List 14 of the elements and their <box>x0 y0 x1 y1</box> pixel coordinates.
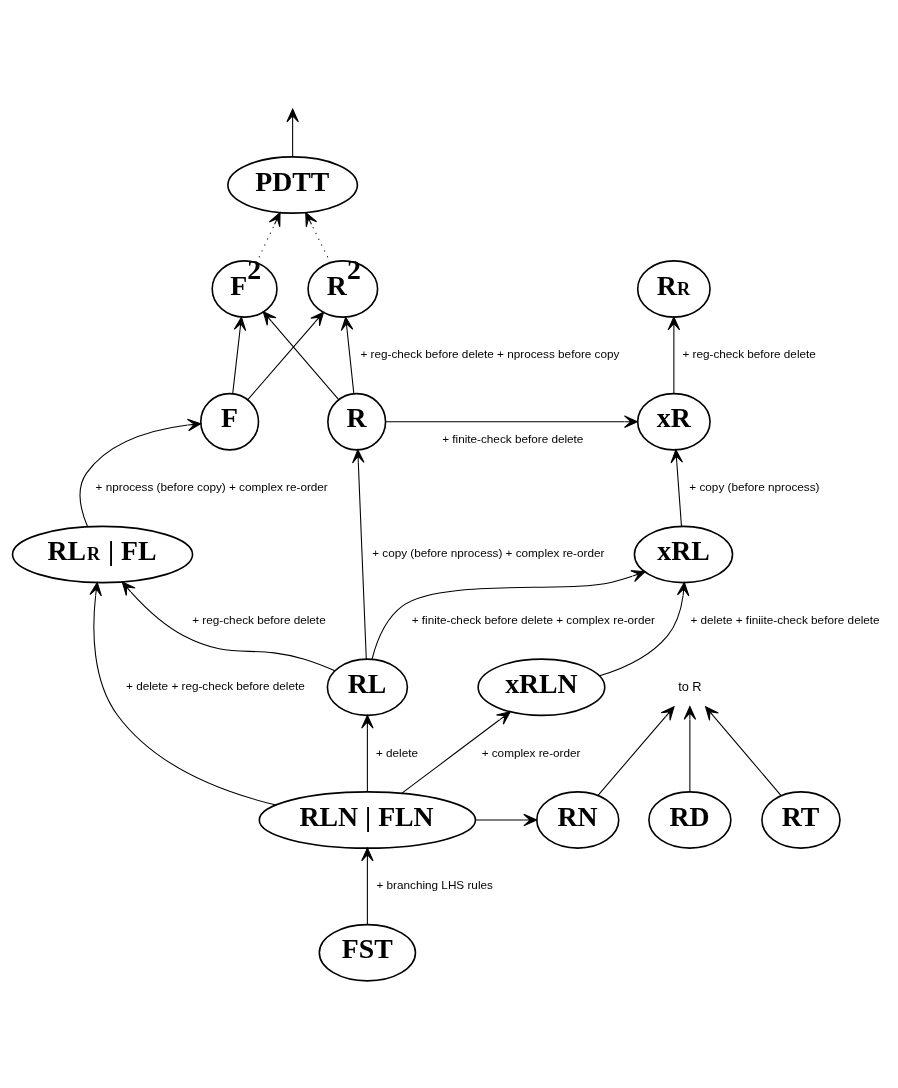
edge-label: + complex re-order <box>481 745 581 759</box>
edge-label: + delete + finiite-check before delete <box>690 612 880 626</box>
edge-label: + copy (before nprocess) + complex re-order <box>372 545 605 559</box>
edge-label: + reg-check before delete <box>192 612 326 626</box>
edge-label: + branching LHS rules <box>376 877 493 891</box>
edge-label: + copy (before nprocess) <box>689 479 820 493</box>
edge-label: + reg-check before delete + nprocess before copy <box>360 346 620 360</box>
edge-label: + finite-check before delete <box>442 431 584 445</box>
edge-label: + nprocess (before copy) + complex re-order <box>95 479 328 493</box>
edge-label: + delete <box>375 745 419 759</box>
edge-label: + delete + reg-check before delete <box>126 678 305 692</box>
edge-label: + finite-check before delete + complex re-order <box>411 612 655 626</box>
node-text: to R <box>678 678 702 694</box>
edge-label: + reg-check before delete <box>682 346 816 360</box>
